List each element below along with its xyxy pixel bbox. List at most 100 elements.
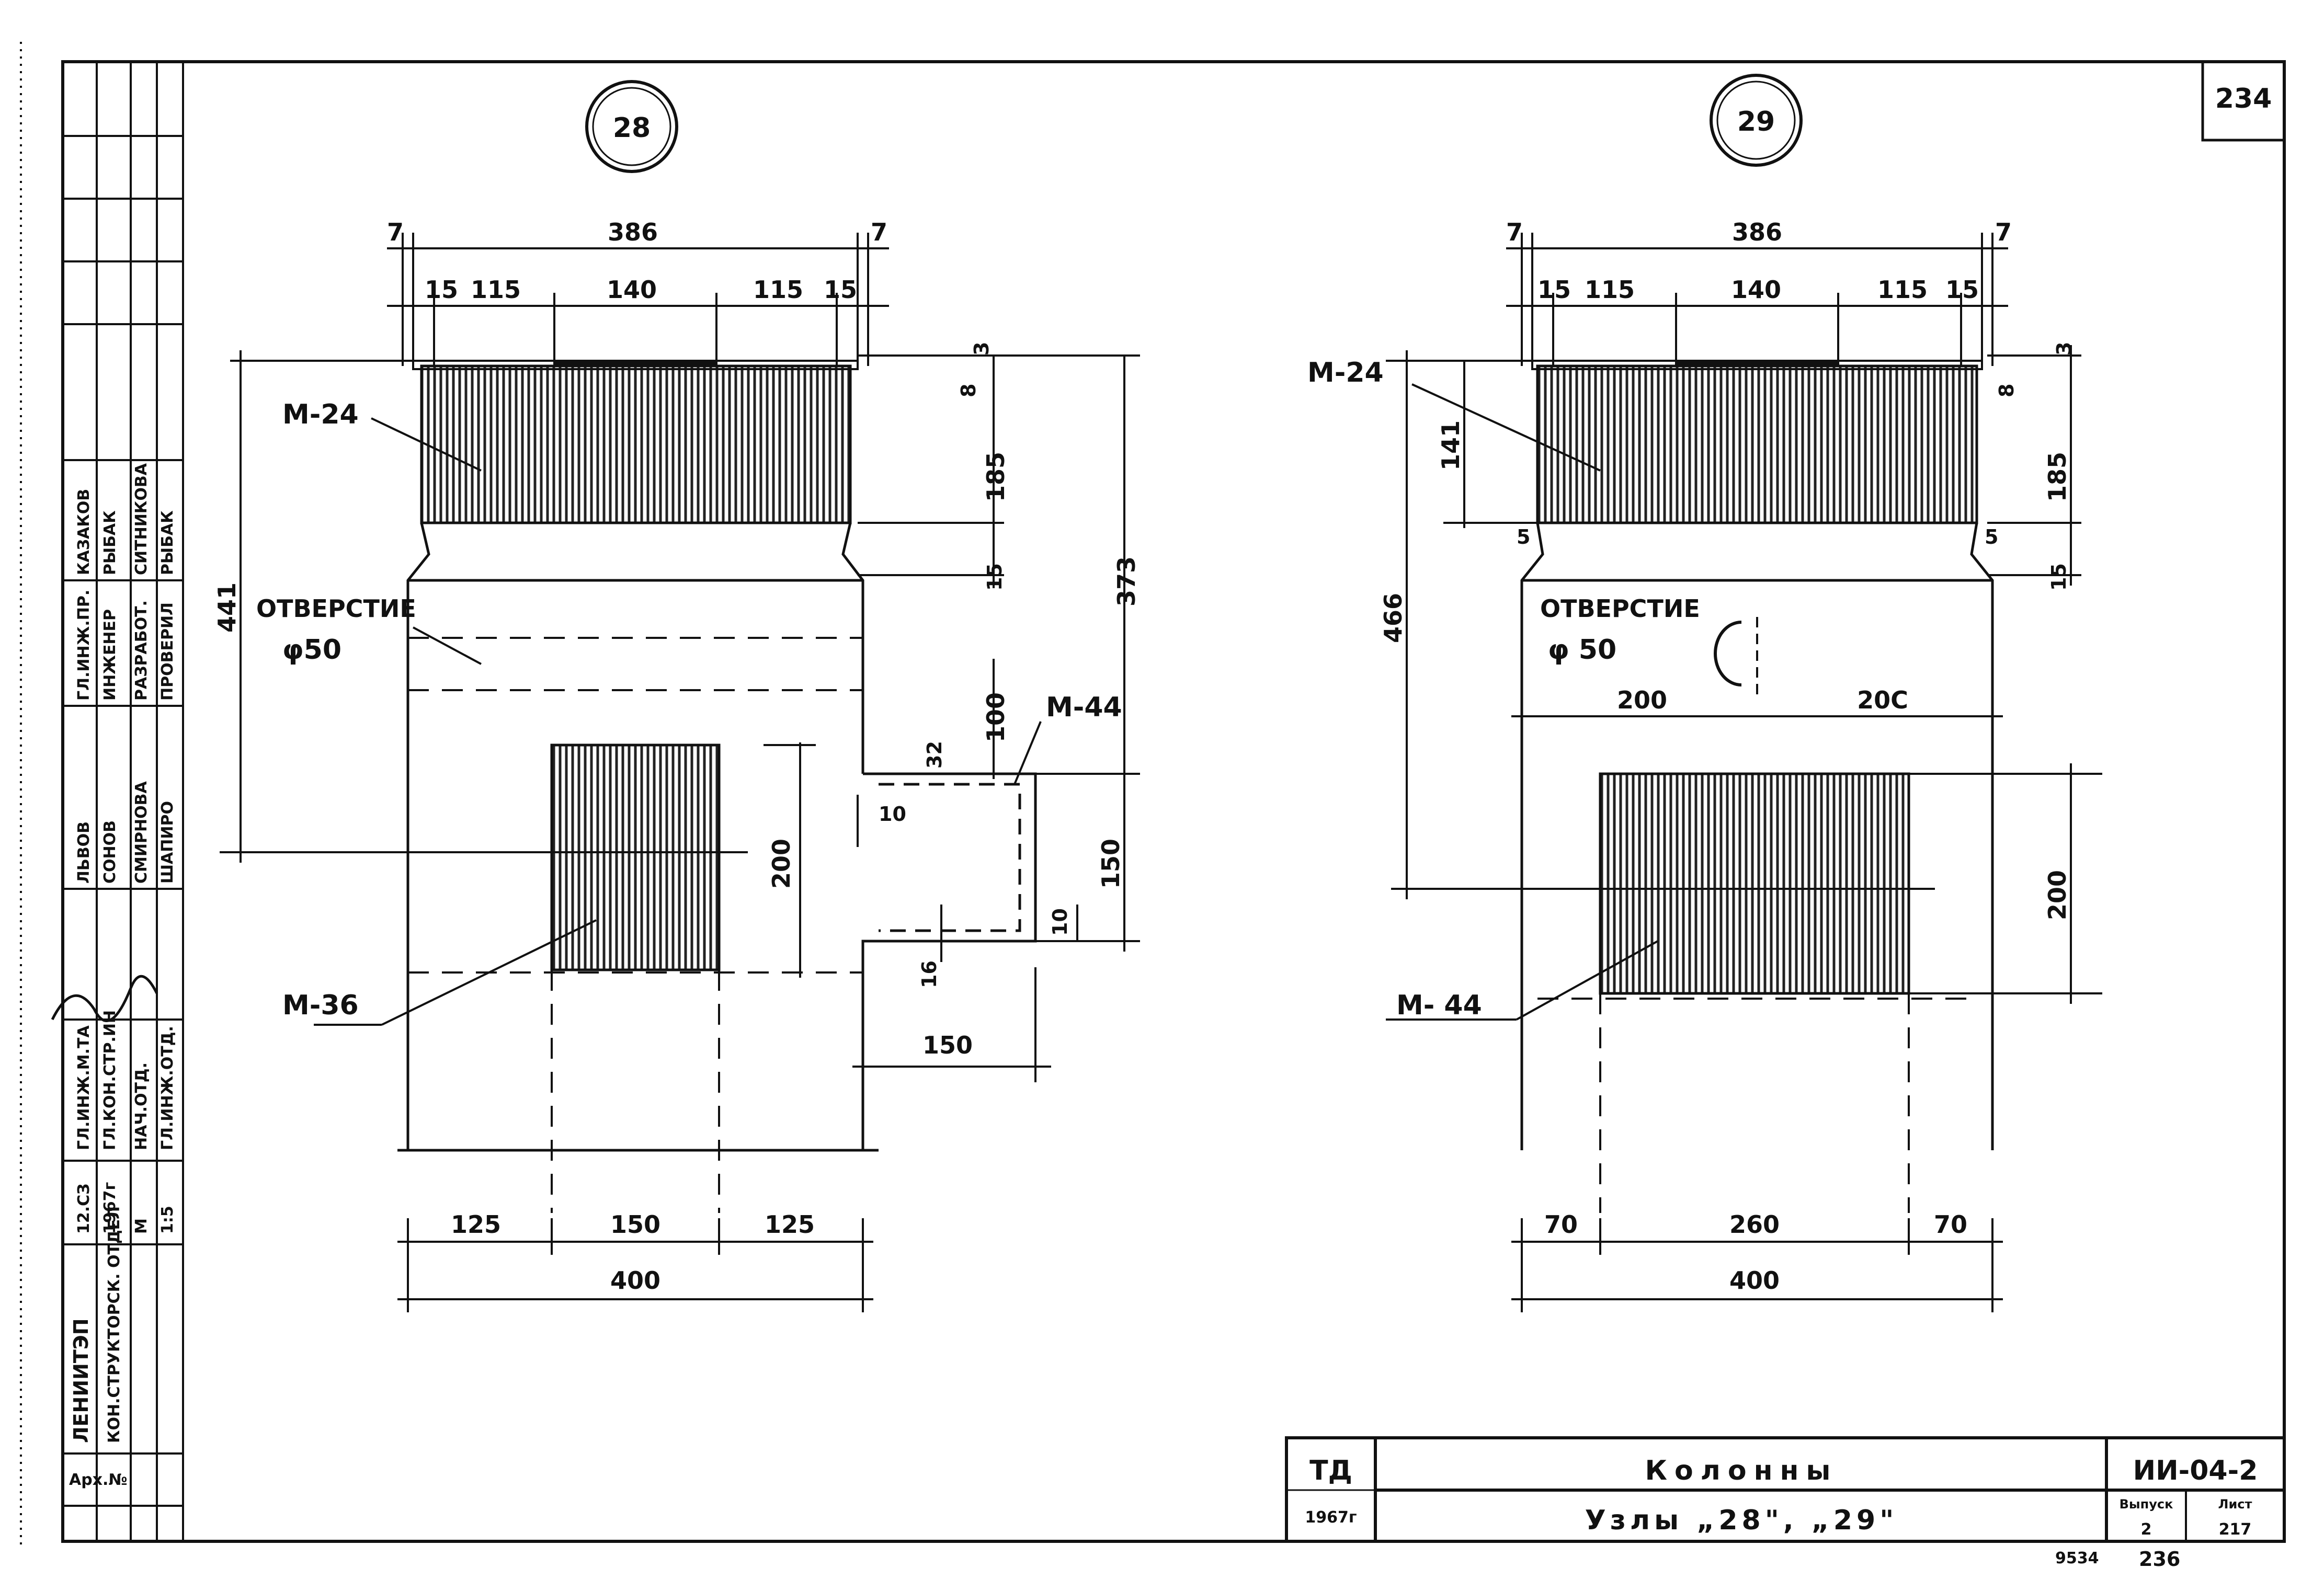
dim-29-s15b: 15 bbox=[1945, 276, 1979, 304]
sheet-number: 234 bbox=[2215, 83, 2272, 115]
dim-28-b150: 150 bbox=[610, 1210, 660, 1239]
tb-issue-label: Выпуск bbox=[2120, 1497, 2173, 1512]
dim-28-v185: 185 bbox=[982, 452, 1010, 502]
footer-left: 9534 bbox=[2055, 1549, 2099, 1567]
tb-year: 1967г bbox=[1305, 1508, 1357, 1527]
dim-28-b125b: 125 bbox=[765, 1210, 815, 1239]
dim-29-h200b: 20C bbox=[1857, 686, 1908, 714]
node-29-text: 29 386 7 7 15 115 140 115 15 3 8 185 15 … bbox=[1307, 106, 2076, 1295]
dim-29-v15: 15 bbox=[2047, 563, 2070, 591]
sheet-frame bbox=[20, 42, 2286, 1548]
dim-29-s140: 140 bbox=[1731, 276, 1781, 304]
dim-29-v466: 466 bbox=[1379, 593, 1407, 643]
dim-28-v15: 15 bbox=[983, 563, 1006, 591]
stamp-name-b-0: ЛЬВОВ bbox=[75, 821, 93, 884]
node-29-marker: 29 bbox=[1737, 106, 1775, 138]
dim-28-v3: 3 bbox=[970, 342, 993, 356]
dim-28-s140: 140 bbox=[607, 276, 657, 304]
dim-29-b70b: 70 bbox=[1934, 1210, 1967, 1239]
dim-28-top: 386 bbox=[608, 218, 658, 246]
plate-m24-29 bbox=[1536, 364, 1978, 524]
tb-issue: 2 bbox=[2141, 1520, 2152, 1539]
dim-28-v16: 16 bbox=[918, 960, 941, 988]
tb-subtitle: Узлы „28", „29" bbox=[1585, 1505, 1898, 1536]
label-29-m24: М-24 bbox=[1307, 357, 1384, 388]
dim-29-s115b: 115 bbox=[1877, 276, 1928, 304]
label-28-m24: М-24 bbox=[282, 399, 359, 430]
stamp-date-b: 1967г bbox=[101, 1182, 119, 1234]
dim-28-v100: 100 bbox=[982, 692, 1010, 742]
dim-29-edge-right: 7 bbox=[1995, 218, 2012, 246]
signature-mark bbox=[51, 975, 158, 1022]
stamp-date-a: 12.СЗ bbox=[75, 1184, 93, 1234]
dim-28-b400: 400 bbox=[610, 1266, 660, 1295]
label-29-m44: М- 44 bbox=[1396, 990, 1482, 1021]
dim-28-v8: 8 bbox=[957, 384, 980, 397]
dim-28-s15b: 15 bbox=[824, 276, 857, 304]
dim-29-h200a: 200 bbox=[1617, 686, 1667, 714]
stamp-name-a-2: СИТНИКОВА bbox=[132, 463, 151, 575]
label-28-hole-d: φ50 bbox=[282, 634, 341, 666]
dim-28-v441: 441 bbox=[213, 582, 241, 633]
dim-28-edge-right: 7 bbox=[871, 218, 887, 246]
dim-29-s15a: 15 bbox=[1537, 276, 1571, 304]
tb-title: Колонны bbox=[1645, 1455, 1838, 1486]
dim-29-edge-left: 7 bbox=[1506, 218, 1523, 246]
stamp-name-a-3: РЫБАК bbox=[158, 510, 177, 575]
tb-td: ТД bbox=[1309, 1455, 1352, 1486]
dim-28-h150: 150 bbox=[922, 1031, 973, 1059]
plate-m36 bbox=[550, 743, 721, 971]
dim-29-v3: 3 bbox=[2053, 342, 2076, 356]
node-28-marker: 28 bbox=[613, 112, 651, 144]
dim-29-v5b: 5 bbox=[1985, 525, 1998, 548]
dim-28-v32: 32 bbox=[923, 741, 946, 769]
stamp-name-a-0: КАЗАКОВ bbox=[75, 489, 93, 575]
stamp-role-2: РАЗРАБОТ. bbox=[132, 600, 151, 701]
title-block-text: ТД 1967г Колонны Узлы „28", „29" ИИ-04-2… bbox=[1305, 1455, 2258, 1539]
dim-28-s115a: 115 bbox=[471, 276, 521, 304]
node-28 bbox=[220, 80, 1140, 1312]
label-29-hole-d: φ 50 bbox=[1548, 634, 1616, 666]
label-29-hole: ОТВЕРСТИЕ bbox=[1540, 594, 1700, 623]
dim-29-v141: 141 bbox=[1437, 420, 1465, 471]
stamp-scale: 1:5 bbox=[158, 1206, 177, 1234]
stamp-role-b-2: НАЧ.ОТД. bbox=[132, 1062, 151, 1150]
label-28-m36: М-36 bbox=[282, 990, 359, 1021]
dim-28-v200: 200 bbox=[767, 839, 795, 889]
dim-28-v10a: 10 bbox=[879, 803, 906, 826]
stamp-org: ЛЕНИИТЭП bbox=[70, 1318, 93, 1443]
dim-28-v10b: 10 bbox=[1049, 908, 1072, 936]
dim-28-s115b: 115 bbox=[753, 276, 803, 304]
dim-28-b125a: 125 bbox=[451, 1210, 501, 1239]
node-28-text: 28 386 7 7 15 115 140 115 15 3 8 185 15 … bbox=[213, 112, 1141, 1295]
stamp-role-b-3: ГЛ.ИНЖ.ОТД. bbox=[158, 1026, 177, 1150]
dim-29-v200: 200 bbox=[2043, 870, 2071, 920]
label-28-hole: ОТВЕРСТИЕ bbox=[256, 594, 416, 623]
dim-29-v5a: 5 bbox=[1517, 525, 1530, 548]
stamp-role-b-1: ГЛ.КОН.СТР.ИН bbox=[101, 1010, 119, 1150]
stamp-role-3: ПРОВЕРИЛ bbox=[158, 602, 177, 701]
plate-m24-28 bbox=[420, 364, 852, 524]
stamp-role-b-0: ГЛ.ИНЖ.М.ТА bbox=[75, 1025, 93, 1150]
dim-29-top: 386 bbox=[1732, 218, 1782, 246]
dim-29-v185: 185 bbox=[2043, 452, 2071, 502]
dim-28-s15a: 15 bbox=[425, 276, 458, 304]
dim-28-v150: 150 bbox=[1097, 839, 1125, 889]
stamp-name-b-2: СМИРНОВА bbox=[132, 781, 151, 884]
stamp-name-b-1: СОНОВ bbox=[101, 820, 119, 884]
node-29 bbox=[1386, 74, 2102, 1312]
stamp-role-0: ГЛ.ИНЖ.ПР. bbox=[75, 590, 93, 701]
stamp-dept: КОН.СТРУКТОРСК. ОТДЕЛ bbox=[105, 1206, 123, 1443]
side-stamp bbox=[62, 61, 184, 1542]
tb-sheet: 217 bbox=[2219, 1520, 2252, 1539]
dim-28-v373: 373 bbox=[1112, 556, 1141, 606]
plate-m44 bbox=[1599, 772, 1910, 995]
dim-29-b400: 400 bbox=[1729, 1266, 1780, 1295]
side-stamp-text: ЛЕНИИТЭП КОН.СТРУКТОРСК. ОТДЕЛ Арх.№ 12.… bbox=[51, 463, 177, 1489]
dim-29-s115a: 115 bbox=[1585, 276, 1635, 304]
stamp-scale-m: М bbox=[132, 1218, 151, 1234]
tb-sheet-label: Лист bbox=[2218, 1497, 2252, 1512]
stamp-name-b-3: ШАПИРО bbox=[158, 801, 177, 884]
